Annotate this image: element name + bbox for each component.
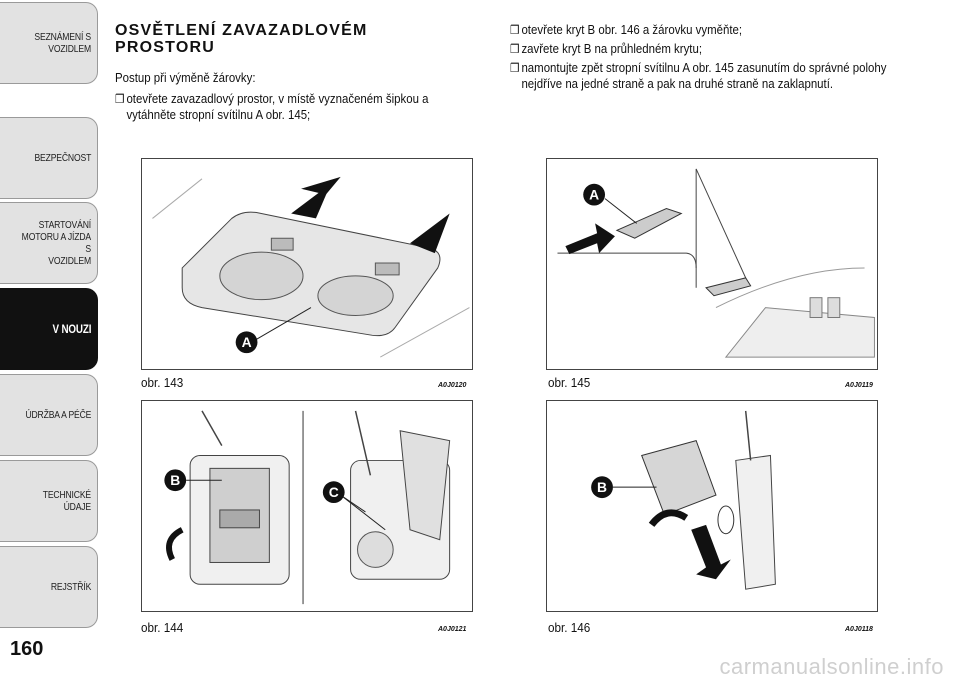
figure-146: B <box>546 400 878 612</box>
tab-technicke-udaje[interactable]: TECHNICKÉ ÚDAJE <box>0 460 98 542</box>
bullet-icon: ❒ <box>510 42 520 56</box>
arrow-icon <box>691 524 731 580</box>
figure-caption: obr. 144 <box>141 620 184 635</box>
label-a-marker <box>235 331 258 354</box>
list-item: ❒ zavřete kryt B na průhledném krytu; <box>510 41 703 56</box>
tab-v-nouzi[interactable]: V NOUZI <box>0 288 98 370</box>
figure-144: B C <box>141 400 473 612</box>
figure-145: A <box>546 158 878 370</box>
trunk-lamp-illustration: A <box>557 168 875 358</box>
arrow-icon <box>410 213 450 254</box>
list-item: ❒ namontujte zpět stropní svítilnu A obr… <box>510 60 887 91</box>
label-c-marker <box>322 481 345 504</box>
label-a-marker <box>583 183 606 206</box>
steps-left: ❒ otevřete zavazadlový prostor, v místě … <box>115 91 463 126</box>
figure-143: A <box>141 158 473 370</box>
figure-caption: obr. 143 <box>141 375 184 390</box>
chapter-tabs: SEZNÁMENÍ S VOZIDLEM BEZPEČNOST STARTOVÁ… <box>0 0 102 640</box>
label-b-marker <box>164 469 187 492</box>
label-b: B <box>597 479 607 495</box>
rotate-arrow-icon <box>648 509 689 528</box>
bulb-replacement-illustration: B <box>591 410 776 590</box>
label-b-marker <box>591 476 613 499</box>
figure-code: A0J0120 <box>438 382 467 389</box>
list-item: ❒ otevřete kryt B obr. 146 a žárovku vym… <box>510 22 743 37</box>
tab-startovani[interactable]: STARTOVÁNÍ MOTORU A JÍZDA S VOZIDLEM <box>0 202 98 284</box>
label-a: A <box>242 334 252 350</box>
label-a: A <box>589 187 599 203</box>
label-b: B <box>170 472 180 488</box>
watermark: carmanualsonline.info <box>719 654 944 679</box>
intro-text: Postup při výměně žárovky: <box>115 70 256 85</box>
lamp-unit <box>615 207 683 239</box>
cover-b <box>641 440 717 516</box>
arrow-icon <box>291 183 331 219</box>
bullet-icon: ❒ <box>510 61 520 75</box>
list-item: ❒ otevřete zavazadlový prostor, v místě … <box>115 91 429 122</box>
lamp-cover-illustration: B C <box>164 410 451 605</box>
figure-code: A0J0119 <box>845 382 873 389</box>
figure-caption: obr. 146 <box>548 620 591 635</box>
ceiling-lamp-illustration: A <box>152 176 470 358</box>
tab-rejstrik[interactable]: REJSTŘÍK <box>0 546 98 628</box>
tab-udrzba[interactable]: ÚDRŽBA A PÉČE <box>0 374 98 456</box>
rotate-arrow-icon <box>166 527 184 561</box>
page-number: 160 <box>10 638 44 660</box>
steps-right: ❒ otevřete kryt B obr. 146 a žárovku vym… <box>510 22 910 95</box>
figure-caption: obr. 145 <box>548 375 591 390</box>
tab-seznameni[interactable]: SEZNÁMENÍ S VOZIDLEM <box>0 2 98 84</box>
bullet-icon: ❒ <box>510 23 520 37</box>
section-title: OSVĚTLENÍ ZAVAZADLOVÉM PROSTORU <box>115 22 368 56</box>
label-c: C <box>329 484 339 500</box>
figure-code: A0J0121 <box>438 626 467 633</box>
figure-code: A0J0118 <box>845 626 873 633</box>
tab-bezpecnost[interactable]: BEZPEČNOST <box>0 117 98 199</box>
arrow-icon <box>565 223 615 255</box>
bullet-icon: ❒ <box>115 92 125 106</box>
